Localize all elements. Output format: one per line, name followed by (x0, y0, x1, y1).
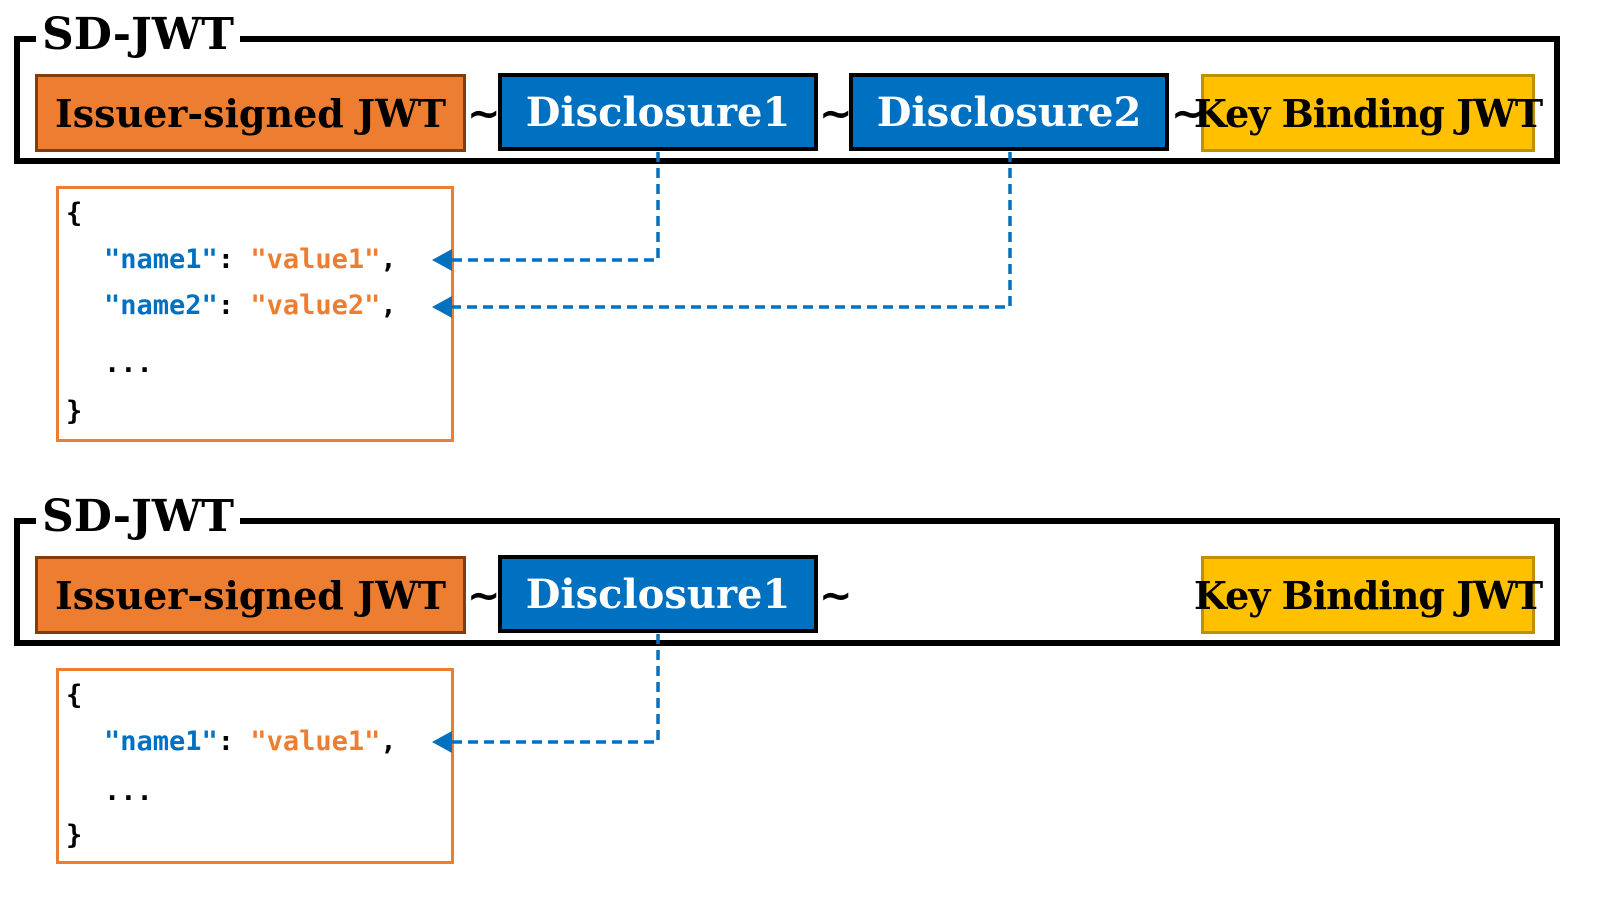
json-value: "value2" (250, 290, 381, 321)
disclosure2-box: Disclosure2 (849, 73, 1169, 151)
arrowhead (432, 731, 452, 753)
json-payload-box-1 (56, 186, 454, 442)
disclosure1-box-1: Disclosure1 (498, 73, 818, 151)
sd-jwt-frame-1 (14, 36, 1560, 164)
json-colon: : (217, 726, 251, 757)
key-binding-jwt-box-2: Key Binding JWT (1194, 556, 1543, 634)
json-close-brace: } (66, 820, 83, 851)
json-ellipsis: ... (104, 776, 153, 807)
json-value: "value1" (250, 726, 381, 757)
arrowhead (432, 249, 452, 271)
json-colon: : (217, 244, 251, 275)
json-value: "value1" (250, 244, 381, 275)
json-open-brace: { (66, 198, 83, 229)
arrowhead (432, 296, 452, 318)
json-close-brace: } (66, 396, 83, 427)
arrow-disclosure2-to-name2 (448, 152, 1012, 309)
json-colon: : (217, 290, 251, 321)
sd-jwt-frame-2 (14, 518, 1560, 646)
json-payload-box-2 (56, 668, 454, 864)
json-key: "name1" (104, 726, 218, 757)
json-comma: , (380, 290, 397, 321)
json-row-name1: "name1": "value1", (104, 726, 397, 758)
json-key: "name2" (104, 290, 218, 321)
separator-tilde: ~ (819, 573, 853, 619)
json-row-name1: "name1": "value1", (104, 244, 397, 276)
sd-jwt-title-2: SD-JWT (36, 492, 240, 542)
issuer-signed-jwt-box-2: Issuer-signed JWT (35, 556, 466, 634)
json-ellipsis: ... (104, 348, 153, 379)
json-comma: , (380, 244, 397, 275)
sd-jwt-title-1: SD-JWT (36, 10, 240, 60)
separator-tilde: ~ (1171, 91, 1205, 137)
key-binding-jwt-box-1: Key Binding JWT (1194, 74, 1543, 152)
separator-tilde: ~ (467, 573, 501, 619)
json-comma: , (380, 726, 397, 757)
arrow-disclosure1-to-name1-bottom (448, 634, 660, 744)
issuer-signed-jwt-box-1: Issuer-signed JWT (35, 74, 466, 152)
json-row-name2: "name2": "value2", (104, 290, 397, 322)
arrow-disclosure1-to-name1 (448, 152, 660, 262)
separator-tilde: ~ (819, 91, 853, 137)
disclosure1-box-2: Disclosure1 (498, 555, 818, 633)
separator-tilde: ~ (467, 91, 501, 137)
json-open-brace: { (66, 680, 83, 711)
json-key: "name1" (104, 244, 218, 275)
